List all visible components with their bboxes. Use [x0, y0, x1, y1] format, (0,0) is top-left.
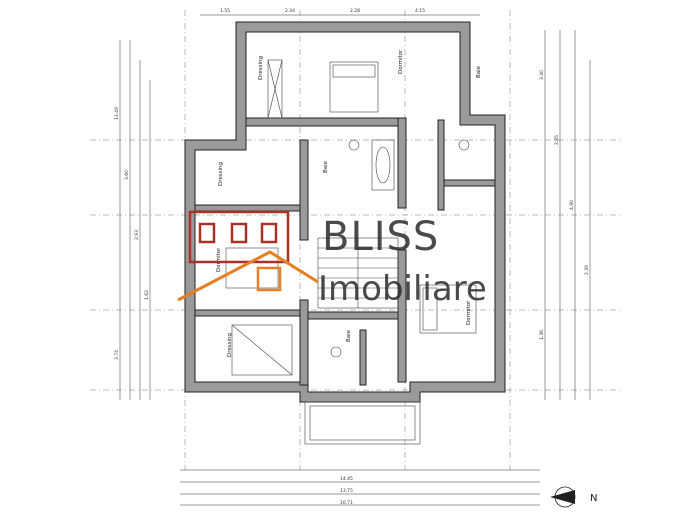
dimension-left-2: 2.93: [134, 230, 140, 240]
dimension-right-1: 2.85: [554, 135, 560, 145]
dimension-left-0: 13.49: [114, 107, 120, 120]
room-label-dormitor-3: Dormitor: [466, 300, 472, 325]
dimension-top-3: 4.15: [415, 8, 425, 14]
furniture: [225, 59, 477, 376]
dimension-bottom-2: 10.71: [340, 500, 353, 506]
room-label-dressing-3: Dressing: [258, 56, 264, 80]
dimension-right-3: 2.39: [584, 265, 590, 275]
room-label-baie-1: Baie: [323, 160, 329, 173]
dimension-left-3: 1.62: [144, 290, 150, 300]
dimension-right-0: 3.40: [539, 70, 545, 80]
balcony: [304, 401, 421, 445]
interior-walls: [194, 117, 496, 386]
dimension-top-0: 1.55: [220, 8, 230, 14]
room-label-dressing-2: Dressing: [227, 333, 233, 357]
dimension-right-2: 4.90: [569, 200, 575, 210]
room-label-dressing-1: Dressing: [218, 162, 224, 186]
room-label-baie-2: Baie: [346, 329, 352, 342]
dimension-bottom-0: 14.45: [340, 476, 353, 482]
dimension-texts: 1.55 2.34 2.28 4.15 14.45 13.75 10.71 13.49 3.60…: [114, 8, 590, 506]
room-label-dormitor-1: Dormitor: [216, 247, 222, 272]
staircase: [317, 237, 399, 309]
logo-house-icon: [177, 210, 319, 302]
room-label-baie-3: Baie: [476, 65, 482, 78]
dimension-bottom-1: 13.75: [340, 488, 353, 494]
logo-subtitle: Imobiliare: [318, 269, 487, 309]
dimension-top-1: 2.34: [285, 8, 295, 14]
dimension-left-1: 3.60: [124, 170, 130, 180]
logo-title: BLISS: [322, 214, 439, 260]
north-label: N: [590, 493, 597, 504]
dimension-top-2: 2.28: [350, 8, 360, 14]
north-arrow: N: [550, 486, 597, 508]
dimension-left-4: 3.74: [114, 350, 120, 360]
room-label-dormitor-2: Dormitor: [398, 49, 404, 74]
bliss-logo: BLISS Imobiliare: [177, 210, 487, 309]
dimension-right-4: 1.36: [539, 330, 545, 340]
